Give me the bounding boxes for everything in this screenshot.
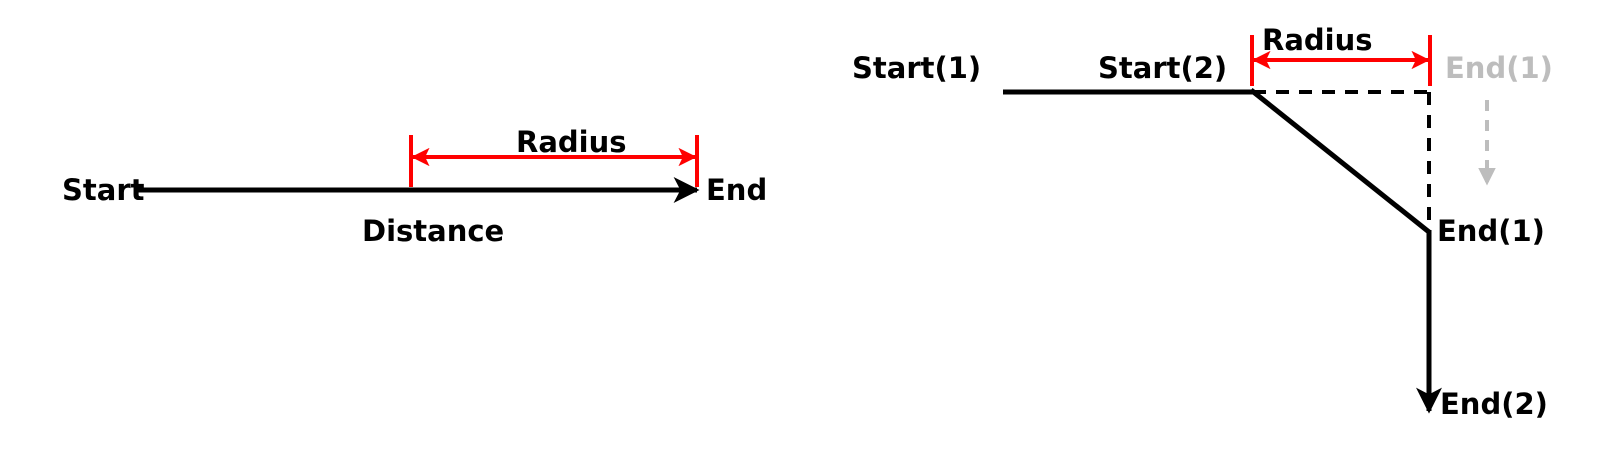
right-panel: Start(1) Start(2) Radius End(1) End(1) E… [852,23,1553,421]
right-start1-label: Start(1) [852,51,981,85]
right-end2-label: End(2) [1440,387,1548,421]
right-start2-label: Start(2) [1098,51,1227,85]
left-panel: Start End Distance Radius [62,125,767,248]
left-radius-label: Radius [516,125,627,159]
right-end1-ghost-label: End(1) [1445,51,1553,85]
right-radius-label: Radius [1262,23,1373,57]
left-end-label: End [706,173,767,207]
right-diagonal-segment [1249,88,1431,234]
left-distance-label: Distance [362,214,504,248]
right-end1-label: End(1) [1437,214,1545,248]
left-start-label: Start [62,173,145,207]
